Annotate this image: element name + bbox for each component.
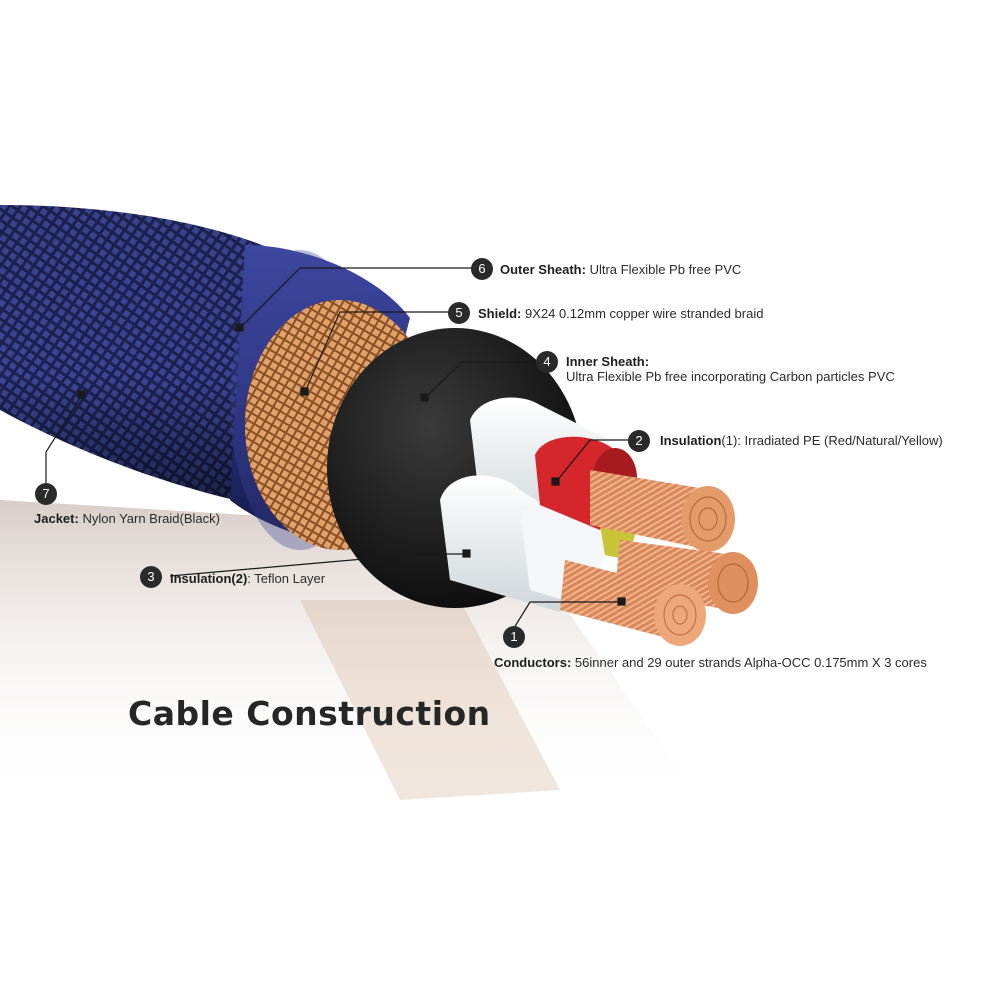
leader-7: [45, 394, 83, 483]
shield-name: Shield: [478, 306, 518, 321]
callout-badge-4: 4: [536, 351, 558, 373]
callout-badge-2: 2: [628, 430, 650, 452]
leader-6: [239, 267, 472, 329]
callout-badge-3: 3: [140, 566, 162, 588]
shield-desc: 9X24 0.12mm copper wire stranded braid: [524, 306, 764, 321]
callout-inner-sheath: Inner Sheath:: [566, 354, 649, 369]
callout-badge-7: 7: [35, 483, 57, 505]
jacket-desc: Nylon Yarn Braid(Black): [82, 511, 220, 526]
callout-badge-6: 6: [471, 258, 493, 280]
callout-shield: Shield: 9X24 0.12mm copper wire stranded…: [478, 306, 764, 321]
callout-badge-5: 5: [448, 302, 470, 324]
leader-4: [424, 361, 538, 399]
insulation-2-suffix: (2): [231, 571, 248, 586]
inner-sheath-desc: Ultra Flexible Pb free incorporating Car…: [566, 369, 895, 384]
conductors-name: Conductors: [494, 655, 567, 670]
diagram-title: Cable Construction: [128, 694, 491, 733]
conductors-desc: 56inner and 29 outer strands Alpha-OCC 0…: [574, 655, 927, 670]
leader-3: [169, 553, 466, 577]
insulation-1-name: Insulation: [660, 433, 722, 448]
leader-lines: [45, 267, 628, 629]
insulation-2-desc: Teflon Layer: [254, 571, 326, 586]
outer-sheath-desc: Ultra Flexible Pb free PVC: [589, 262, 742, 277]
callout-insulation-1: Insulation(1): Irradiated PE (Red/Natura…: [660, 433, 943, 448]
callout-conductors: Conductors: 56inner and 29 outer strands…: [494, 655, 927, 670]
callout-jacket: Jacket: Nylon Yarn Braid(Black): [34, 511, 220, 526]
insulation-1-suffix: (1): [721, 433, 738, 448]
leader-2: [555, 439, 628, 483]
insulation-1-desc: Irradiated PE (Red/Natural/Yellow): [744, 433, 943, 448]
insulation-2-name: Insulation: [170, 571, 232, 586]
jacket-name: Jacket: [34, 511, 75, 526]
conductors: [560, 470, 758, 646]
callout-insulation-2: Insulation(2): Teflon Layer: [170, 571, 326, 586]
callout-badge-1: 1: [503, 626, 525, 648]
callout-outer-sheath: Outer Sheath: Ultra Flexible Pb free PVC: [500, 262, 742, 277]
leader-1: [513, 601, 622, 629]
leader-5: [304, 311, 448, 393]
inner-sheath-name: Inner Sheath:: [566, 354, 650, 369]
outer-sheath-name: Outer Sheath: [500, 262, 582, 277]
